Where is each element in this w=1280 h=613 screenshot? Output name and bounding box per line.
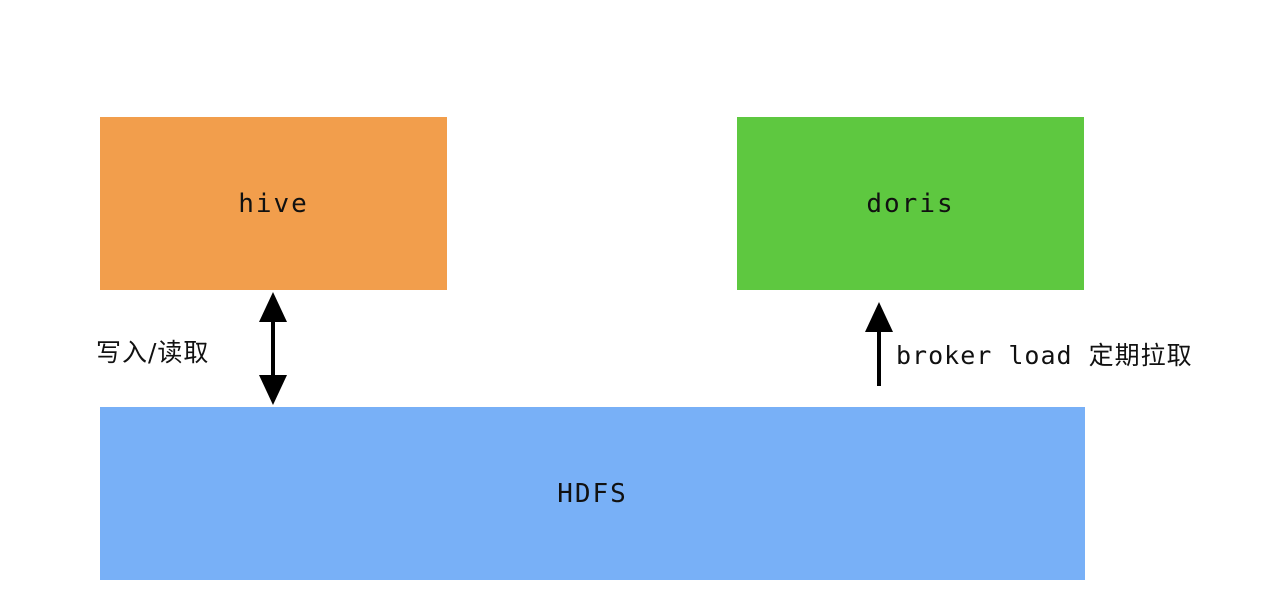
- hdfs-node-label: HDFS: [557, 478, 628, 509]
- hive-hdfs-bidirectional-arrow: [259, 292, 287, 405]
- hive-node: hive: [100, 117, 447, 290]
- arrow-up-head: [259, 292, 287, 322]
- arrow-up-head: [865, 302, 893, 332]
- doris-node: doris: [737, 117, 1084, 290]
- hive-hdfs-edge-label: 写入/读取: [96, 338, 210, 367]
- hdfs-node: HDFS: [100, 407, 1085, 580]
- arrow-down-head: [259, 375, 287, 405]
- hdfs-doris-up-arrow: [865, 302, 893, 386]
- hive-node-label: hive: [238, 188, 309, 219]
- hdfs-doris-edge-label: broker load 定期拉取: [896, 341, 1193, 370]
- doris-node-label: doris: [866, 188, 955, 219]
